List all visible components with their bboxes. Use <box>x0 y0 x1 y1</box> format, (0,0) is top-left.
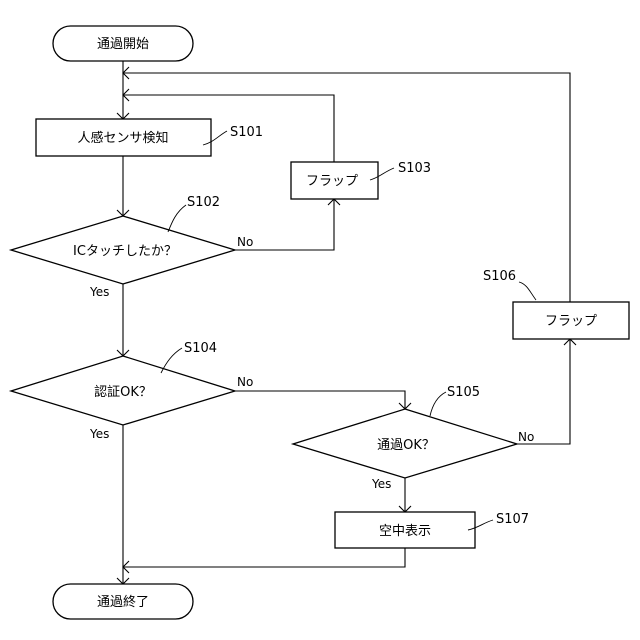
branch-s104-yes: Yes <box>89 427 109 441</box>
leader-s106 <box>519 282 536 300</box>
process-s103: フラップ <box>291 162 378 199</box>
step-id-s103: S103 <box>398 161 431 176</box>
decision-s102: ICタッチしたか？ <box>11 216 235 284</box>
decision-s105: 通過OK？ <box>293 409 517 478</box>
process-s107: 空中表示 <box>335 512 475 548</box>
start-label: 通過開始 <box>97 37 149 52</box>
process-s103-label: フラップ <box>306 174 358 189</box>
step-id-s102: S102 <box>187 195 220 210</box>
branch-s102-yes: Yes <box>89 285 109 299</box>
decision-s104: 認証OK？ <box>11 356 235 425</box>
decision-s102-label: ICタッチしたか？ <box>73 244 177 259</box>
branch-s102-no: No <box>237 235 253 249</box>
end-label: 通過終了 <box>97 594 149 610</box>
process-s101: 人感センサ検知 <box>36 119 211 156</box>
leader-s105 <box>430 392 446 416</box>
step-id-s101: S101 <box>230 125 263 140</box>
end-terminal: 通過終了 <box>53 584 193 619</box>
leader-s102 <box>168 205 186 232</box>
process-s106-label: フラップ <box>545 314 597 329</box>
step-id-s106: S106 <box>483 269 516 284</box>
branch-s105-no: No <box>518 430 534 444</box>
connector-s107-join <box>123 548 405 567</box>
process-s101-label: 人感センサ検知 <box>77 130 168 146</box>
step-id-s107: S107 <box>496 512 529 527</box>
branch-s105-yes: Yes <box>371 477 391 491</box>
step-id-s105: S105 <box>447 385 480 400</box>
decision-s105-label: 通過OK？ <box>377 438 435 453</box>
decision-s104-label: 認証OK？ <box>94 384 152 400</box>
branch-s104-no: No <box>237 375 253 389</box>
process-s106: フラップ <box>513 302 629 339</box>
connector-s105-s106 <box>517 339 570 444</box>
connector-s104-s105 <box>235 391 405 409</box>
step-id-s104: S104 <box>184 341 217 356</box>
process-s107-label: 空中表示 <box>379 524 431 539</box>
start-terminal: 通過開始 <box>53 26 193 61</box>
